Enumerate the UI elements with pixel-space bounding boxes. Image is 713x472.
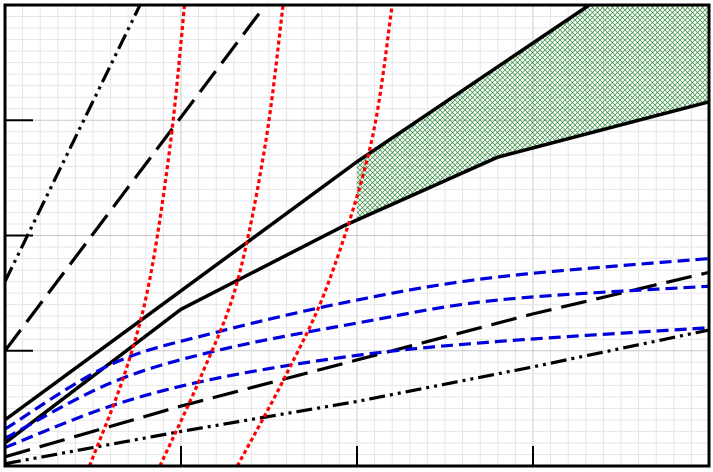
series-line-blue-1 (5, 256, 709, 431)
series-line-lower-solid (5, 100, 709, 445)
shaded-region-layer (357, 5, 709, 220)
series-line-blue-2 (5, 284, 709, 440)
series-line-blue-3 (5, 326, 709, 450)
series-line-low-dashdot (5, 328, 709, 466)
series-line-steep-dash (5, 5, 268, 352)
series-line-steep-dashdot (5, 5, 142, 283)
series-line-upper-solid (5, 5, 593, 422)
plot-frame-layer (3, 3, 711, 468)
series-layer (5, 5, 709, 466)
series-line-low-dash (5, 270, 709, 459)
series-line-red-1 (87, 5, 187, 466)
series-line-red-3 (235, 5, 394, 466)
grid (5, 5, 709, 466)
series-line-red-2 (158, 5, 285, 466)
shaded-region (357, 5, 709, 220)
